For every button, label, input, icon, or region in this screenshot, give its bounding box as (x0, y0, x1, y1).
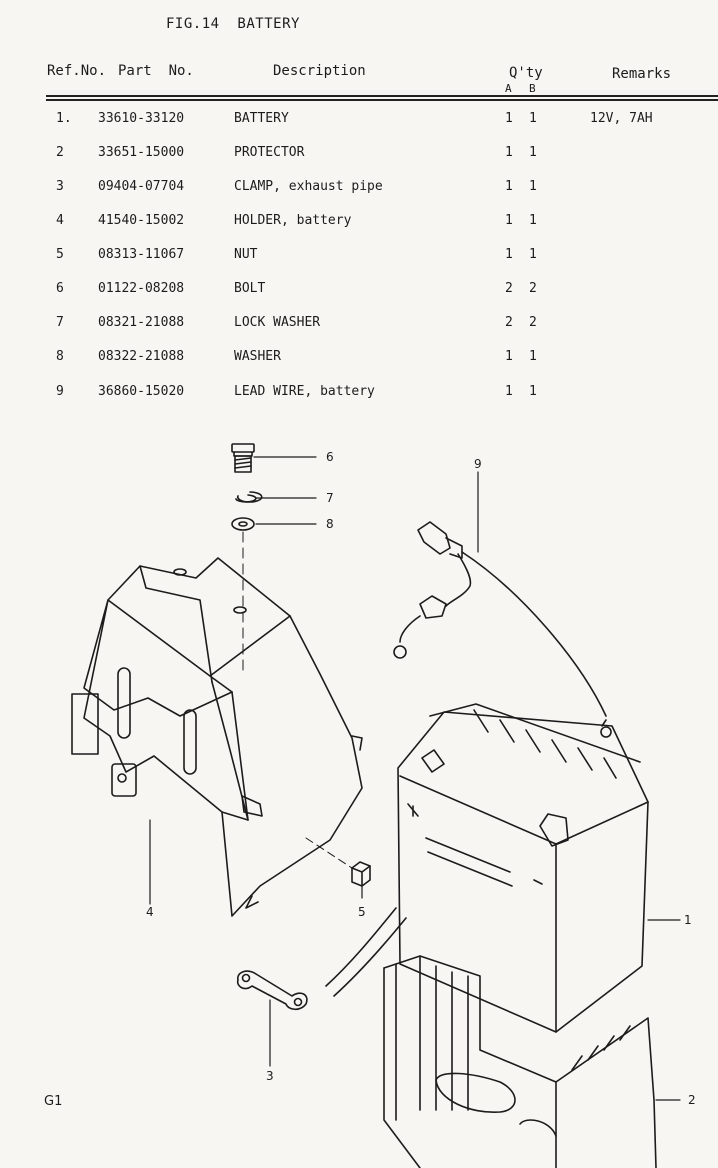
figure-title: FIG.14 BATTERY (166, 16, 300, 32)
cell-qty-a: 1 (505, 213, 513, 228)
cell-ref: 6 (56, 281, 64, 296)
lead-wire-part (393, 471, 612, 738)
callout-8: 8 (326, 517, 334, 531)
header-part-no: Part No. (118, 63, 194, 79)
battery-protector-part (383, 955, 681, 1168)
callout-5: 5 (358, 905, 366, 919)
cell-qty-b: 1 (529, 111, 537, 126)
header-description: Description (273, 63, 366, 79)
cell-qty-b: 2 (529, 315, 537, 330)
breather-tube (325, 907, 407, 997)
battery-part (397, 703, 681, 1033)
cell-qty-a: 1 (505, 384, 513, 399)
callout-6: 6 (326, 450, 334, 464)
cell-qty-a: 1 (505, 349, 513, 364)
cell-qty-b: 2 (529, 281, 537, 296)
exploded-view-diagram: 6 7 8 9 4 5 1 3 2 (71, 443, 696, 1168)
exhaust-clamp-part (236, 970, 308, 1067)
cell-part-no: 08321-21088 (98, 315, 185, 330)
cell-qty-b: 1 (529, 179, 537, 194)
bolt-part (231, 443, 317, 473)
cell-part-no: 01122-08208 (98, 281, 185, 296)
table-row: 3 09404-07704 CLAMP, exhaust pipe 1 1 (0, 179, 718, 199)
cell-qty-a: 1 (505, 111, 513, 126)
table-row: 9 36860-15020 LEAD WIRE, battery 1 1 (0, 384, 718, 404)
page-identifier: G1 (44, 1094, 63, 1109)
cell-ref: 3 (56, 179, 64, 194)
table-row: 2 33651-15000 PROTECTOR 1 1 (0, 145, 718, 165)
header-qty-b: B (529, 82, 536, 95)
cell-ref: 4 (56, 213, 64, 228)
table-row: 6 01122-08208 BOLT 2 2 (0, 281, 718, 301)
cell-part-no: 08322-21088 (98, 349, 185, 364)
header-qty-a: A (505, 82, 512, 95)
table-row: 7 08321-21088 LOCK WASHER 2 2 (0, 315, 718, 335)
nut-part (305, 837, 371, 899)
cell-description: CLAMP, exhaust pipe (234, 179, 383, 194)
cell-qty-a: 1 (505, 179, 513, 194)
cell-qty-b: 1 (529, 213, 537, 228)
header-rule-bottom (46, 99, 718, 101)
cell-ref: 9 (56, 384, 64, 399)
callout-4: 4 (146, 905, 154, 919)
cell-ref: 2 (56, 145, 64, 160)
cell-part-no: 36860-15020 (98, 384, 185, 399)
header-qty: Q'ty (509, 65, 543, 81)
lock-washer-part (235, 491, 317, 503)
callout-7: 7 (326, 491, 334, 505)
cell-qty-b: 1 (529, 247, 537, 262)
table-row: 8 08322-21088 WASHER 1 1 (0, 349, 718, 369)
cell-description: NUT (234, 247, 258, 262)
cell-ref: 7 (56, 315, 64, 330)
cell-part-no: 41540-15002 (98, 213, 185, 228)
header-ref-no: Ref.No. (47, 63, 107, 79)
cell-ref: 8 (56, 349, 64, 364)
callout-9: 9 (474, 457, 482, 471)
table-row: 4 41540-15002 HOLDER, battery 1 1 (0, 213, 718, 233)
cell-description: LEAD WIRE, battery (234, 384, 375, 399)
header-remarks: Remarks (612, 66, 672, 82)
cell-part-no: 33610-33120 (98, 111, 185, 126)
callout-3: 3 (266, 1069, 274, 1083)
table-row: 1. 33610-33120 BATTERY 1 1 12V, 7AH (0, 111, 718, 131)
cell-ref: 1. (56, 111, 72, 126)
header-rule-top (46, 95, 718, 97)
cell-qty-a: 2 (505, 315, 513, 330)
cell-part-no: 33651-15000 (98, 145, 185, 160)
cell-qty-b: 1 (529, 349, 537, 364)
cell-part-no: 09404-07704 (98, 179, 185, 194)
cell-qty-a: 1 (505, 145, 513, 160)
cell-qty-a: 1 (505, 247, 513, 262)
cell-description: BATTERY (234, 111, 289, 126)
cell-part-no: 08313-11067 (98, 247, 185, 262)
cell-qty-b: 1 (529, 145, 537, 160)
cell-description: WASHER (234, 349, 281, 364)
callout-1: 1 (684, 913, 692, 927)
cell-qty-a: 2 (505, 281, 513, 296)
cell-description: PROTECTOR (234, 145, 305, 160)
battery-holder-part (71, 557, 363, 917)
cell-description: BOLT (234, 281, 266, 296)
cell-remarks: 12V, 7AH (590, 111, 653, 126)
cell-description: HOLDER, battery (234, 213, 352, 228)
table-row: 5 08313-11067 NUT 1 1 (0, 247, 718, 267)
cell-qty-b: 1 (529, 384, 537, 399)
washer-part (231, 517, 317, 531)
cell-ref: 5 (56, 247, 64, 262)
cell-description: LOCK WASHER (234, 315, 321, 330)
callout-2: 2 (688, 1093, 696, 1107)
